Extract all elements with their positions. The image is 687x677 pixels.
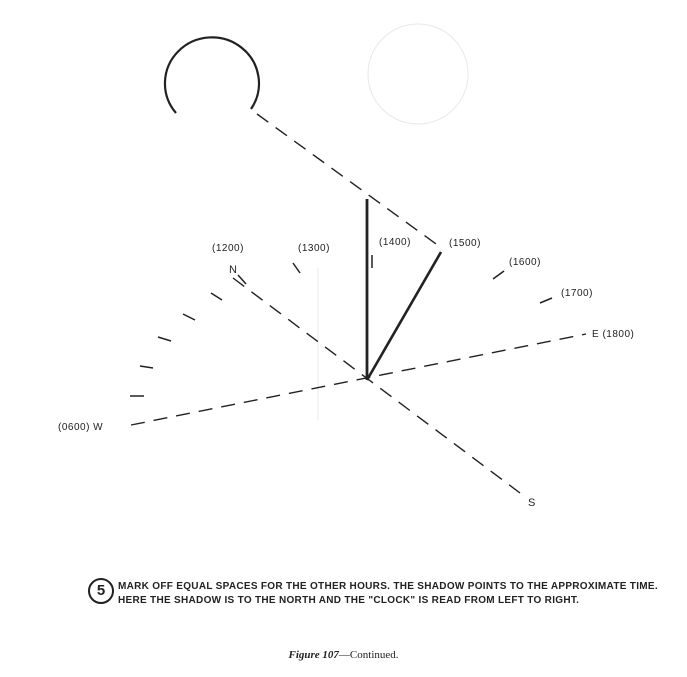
step-number-badge: 5 <box>88 578 114 604</box>
hour-label-1500: (1500) <box>449 238 481 249</box>
north-label: N <box>229 264 237 276</box>
north-south-axis <box>232 277 521 494</box>
hour-tick-1200 <box>237 274 247 285</box>
sun-icon <box>163 36 261 114</box>
sun-shadow-clock-diagram: (1200) (1300) (1400) (1500) (1600) (1700… <box>58 23 634 509</box>
hour-tick-1300 <box>292 262 301 274</box>
hour-tick-1600 <box>492 270 505 280</box>
hour-tick-0800 <box>139 365 154 369</box>
sun-ray-line <box>256 113 444 250</box>
hour-tick-0900 <box>157 336 172 342</box>
hour-label-1600: (1600) <box>509 257 541 268</box>
hour-label-east: E (1800) <box>592 329 634 340</box>
figure-caption-suffix: —Continued. <box>338 649 399 661</box>
faint-ghost-circle <box>367 23 469 125</box>
hour-label-1700: (1700) <box>561 288 593 299</box>
hour-tick-1000 <box>182 313 196 321</box>
south-label: S <box>528 497 535 509</box>
hour-label-west: (0600) W <box>58 422 103 433</box>
hour-label-1200: (1200) <box>212 243 244 254</box>
shadow-line <box>365 251 443 381</box>
west-east-axis <box>130 333 587 426</box>
hour-tick-1700 <box>539 297 553 304</box>
figure-caption: Figure 107—Continued. <box>0 649 687 661</box>
figure-caption-label: Figure 107 <box>288 649 339 661</box>
hour-label-1400: (1400) <box>379 237 411 248</box>
hour-tick-1100 <box>210 292 223 301</box>
step-text: MARK OFF EQUAL SPACES FOR THE OTHER HOUR… <box>118 581 658 606</box>
hour-label-1300: (1300) <box>298 243 330 254</box>
